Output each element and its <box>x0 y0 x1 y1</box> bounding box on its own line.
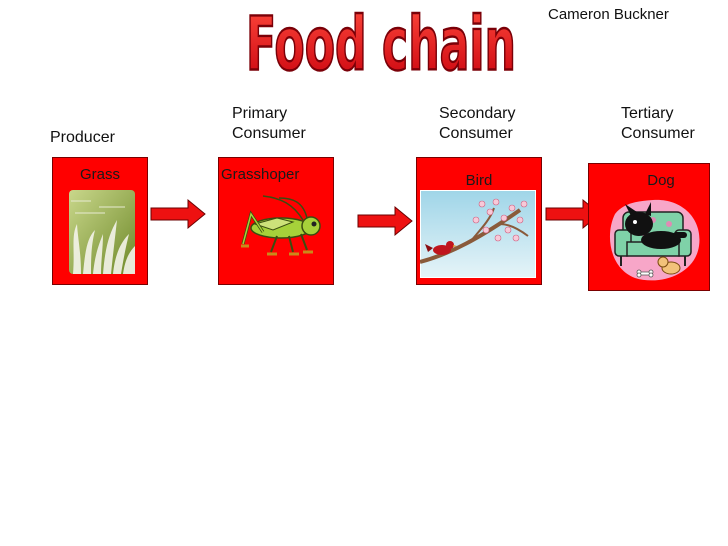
arrow-icon <box>357 205 413 237</box>
diagram-title: Food chain <box>236 0 526 96</box>
card-dog-label: Dog <box>647 172 675 189</box>
level-primary-consumer: Primary Consumer <box>232 104 306 144</box>
bird-shape <box>425 241 457 255</box>
level-secondary-consumer: Secondary Consumer <box>439 104 516 144</box>
dog-shape <box>625 202 687 249</box>
arrow-grass-to-grasshopper <box>150 198 206 230</box>
card-grasshopper: Grasshoper <box>218 157 334 285</box>
level-tertiary-line1: Tertiary <box>621 105 674 122</box>
arrow-icon <box>150 198 206 230</box>
card-grass: Grass <box>52 157 148 285</box>
level-tertiary-consumer: Tertiary Consumer <box>621 104 695 144</box>
level-primary-line1: Primary <box>232 105 288 122</box>
level-producer: Producer <box>50 128 115 148</box>
puppy-shape <box>657 256 681 275</box>
author-name: Cameron Buckner <box>548 6 669 23</box>
level-primary-line2: Consumer <box>232 125 306 142</box>
dog-image <box>609 199 700 281</box>
card-grass-label: Grass <box>79 166 120 183</box>
card-bird-label: Bird <box>465 172 493 189</box>
arrow-grasshopper-to-bird <box>357 205 413 237</box>
title-wordart: Food chain <box>245 0 517 89</box>
grasshopper-image <box>241 195 321 256</box>
card-bird: Bird <box>416 157 542 285</box>
grass-image <box>69 190 135 274</box>
bird-image <box>420 190 536 278</box>
bone-shape <box>636 269 654 278</box>
level-secondary-line1: Secondary <box>439 105 516 122</box>
level-producer-text: Producer <box>50 129 115 146</box>
card-dog: Dog <box>588 163 710 291</box>
level-tertiary-line2: Consumer <box>621 125 695 142</box>
level-secondary-line2: Consumer <box>439 125 513 142</box>
card-grasshopper-label: Grasshoper <box>221 166 300 183</box>
title-text: Food chain <box>246 1 516 88</box>
